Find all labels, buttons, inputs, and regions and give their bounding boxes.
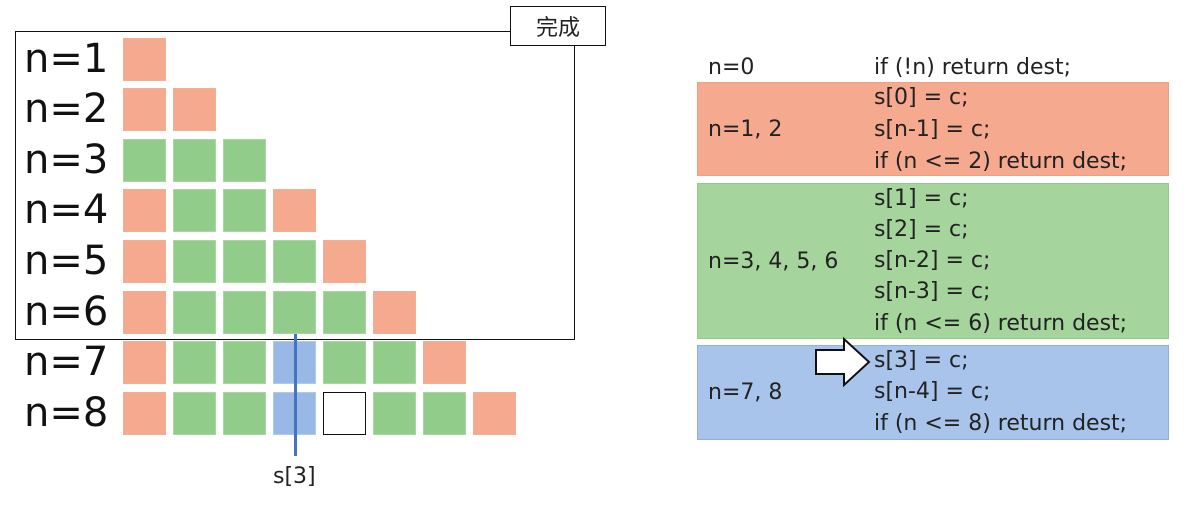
- group-label: n=1, 2: [708, 117, 783, 142]
- code-line: if (!n) return dest;: [874, 55, 1072, 80]
- band-n7-8: [697, 345, 1169, 440]
- code-line: s[0] = c;: [874, 85, 969, 110]
- cell-green: [173, 139, 216, 182]
- cell-orange: [123, 189, 166, 232]
- group-label: n=0: [708, 55, 755, 80]
- row-label: n=5: [24, 238, 109, 284]
- cell-green: [223, 189, 266, 232]
- cell-green: [173, 291, 216, 334]
- code-line: s[1] = c;: [874, 186, 969, 211]
- code-line: if (n <= 6) return dest;: [874, 311, 1128, 336]
- row-label: n=6: [24, 289, 109, 335]
- cell-green: [223, 139, 266, 182]
- cell-green: [423, 392, 466, 435]
- cell-orange: [173, 88, 216, 131]
- row-label: n=3: [24, 137, 109, 183]
- cell-green: [173, 240, 216, 283]
- cell-empty: [323, 392, 366, 435]
- group-label: n=7, 8: [708, 380, 783, 405]
- band-n3-6: [697, 183, 1169, 339]
- code-line: if (n <= 8) return dest;: [874, 411, 1128, 436]
- cell-green: [223, 341, 266, 384]
- cell-green: [173, 341, 216, 384]
- code-line: s[n-1] = c;: [874, 117, 991, 142]
- cell-green: [273, 240, 316, 283]
- group-label: n=3, 4, 5, 6: [708, 249, 839, 274]
- cell-orange: [123, 38, 166, 81]
- row-label: n=4: [24, 187, 109, 233]
- row-label: n=8: [24, 390, 109, 436]
- cell-orange: [123, 291, 166, 334]
- code-line: s[2] = c;: [874, 217, 969, 242]
- band-n1-2: [697, 82, 1169, 176]
- cell-green: [123, 139, 166, 182]
- cell-orange: [373, 291, 416, 334]
- cell-green: [373, 341, 416, 384]
- cell-orange: [473, 392, 516, 435]
- cell-green: [223, 240, 266, 283]
- right-arrow-icon: [815, 336, 871, 388]
- completion-tag: 完成: [510, 6, 606, 46]
- completion-frame: [15, 31, 575, 340]
- row-label: n=7: [24, 339, 109, 385]
- s3-pointer-label: s[3]: [273, 464, 316, 489]
- cell-green: [373, 392, 416, 435]
- cell-green: [323, 291, 366, 334]
- cell-green: [273, 291, 316, 334]
- cell-orange: [323, 240, 366, 283]
- cell-orange: [423, 341, 466, 384]
- cell-green: [223, 291, 266, 334]
- cell-orange: [123, 88, 166, 131]
- s3-pointer-line: [294, 334, 297, 456]
- code-line: s[n-3] = c;: [874, 279, 991, 304]
- code-line: if (n <= 2) return dest;: [874, 149, 1128, 174]
- row-label: n=1: [24, 36, 109, 82]
- cell-orange: [273, 189, 316, 232]
- row-label: n=2: [24, 86, 109, 132]
- code-line: s[n-2] = c;: [874, 248, 991, 273]
- cell-green: [173, 189, 216, 232]
- code-line: s[n-4] = c;: [874, 379, 991, 404]
- cell-orange: [123, 392, 166, 435]
- cell-orange: [123, 341, 166, 384]
- cell-green: [223, 392, 266, 435]
- cell-green: [323, 341, 366, 384]
- cell-green: [173, 392, 216, 435]
- code-line: s[3] = c;: [874, 348, 969, 373]
- cell-orange: [123, 240, 166, 283]
